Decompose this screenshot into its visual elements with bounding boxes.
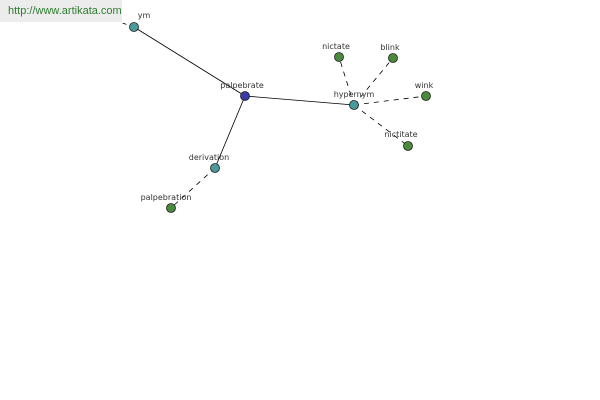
node-derivation[interactable] xyxy=(210,163,220,173)
edge-palpebrate-derivation xyxy=(214,95,246,169)
node-nictitate[interactable] xyxy=(403,141,413,151)
edge-derivation-palpebration xyxy=(170,167,216,209)
edge-hypernym-nictate1 xyxy=(338,56,355,106)
node-label-nictitate[interactable]: nictitate xyxy=(384,130,417,139)
node-label-palpebration[interactable]: palpebration xyxy=(141,193,192,202)
edge-hypernym-blink xyxy=(353,57,394,106)
edge-hypernym-wink xyxy=(353,95,427,106)
edge-hypernym-nictitate xyxy=(353,104,409,147)
node-wink[interactable] xyxy=(421,91,431,101)
site-watermark: http://www.artikata.com xyxy=(0,0,122,22)
node-label-blink[interactable]: blink xyxy=(380,43,400,52)
node-label-derivation[interactable]: derivation xyxy=(189,153,229,162)
node-label-synonym[interactable]: ym xyxy=(138,11,151,20)
node-palpebrate[interactable] xyxy=(240,91,250,101)
node-palpebration[interactable] xyxy=(166,203,176,213)
edge-palpebrate-hypernym xyxy=(244,95,355,106)
node-label-palpebrate[interactable]: palpebrate xyxy=(220,81,264,90)
node-hypernym[interactable] xyxy=(349,100,359,110)
node-synonym[interactable] xyxy=(129,22,139,32)
node-label-hypernym[interactable]: hypernym xyxy=(334,90,375,99)
edge-palpebrate-synonym xyxy=(133,26,246,97)
node-nictate1[interactable] xyxy=(334,52,344,62)
node-blink[interactable] xyxy=(388,53,398,63)
node-label-wink[interactable]: wink xyxy=(415,81,434,90)
node-label-nictate1[interactable]: nictate xyxy=(322,42,350,51)
